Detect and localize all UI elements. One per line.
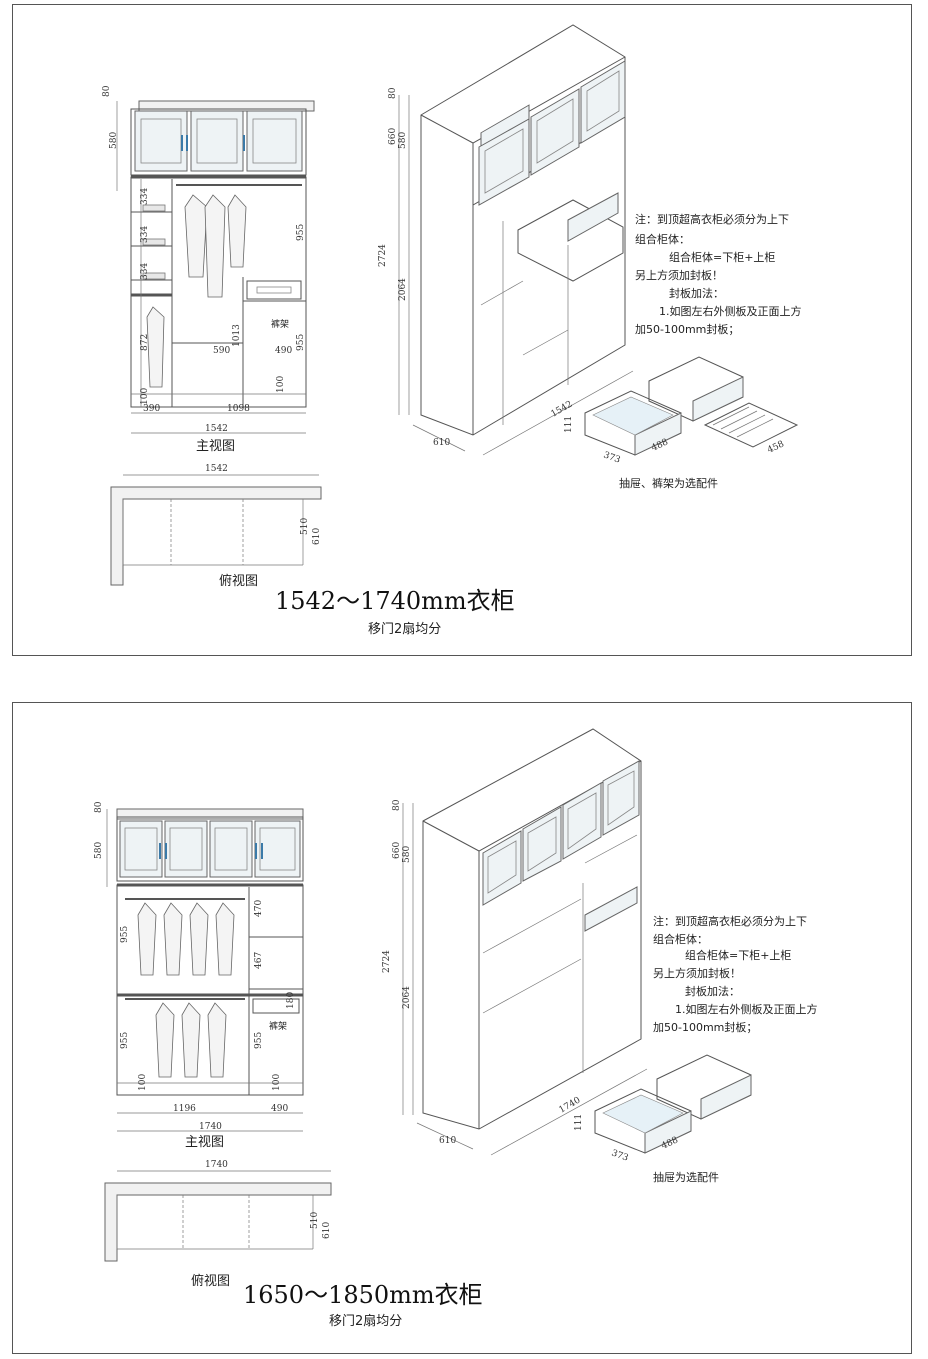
- dim-bottom-100-right: 100: [276, 376, 286, 393]
- note-line-4: 另上方须加封板！: [653, 966, 741, 980]
- dim-left-955-upper: 955: [120, 926, 130, 943]
- note-line-7: 加50-100mm封板；: [635, 322, 739, 336]
- dim-right-955: 955: [254, 1032, 264, 1049]
- top-view: 1740 510 610 俯视图: [104, 1160, 332, 1289]
- iso-dim-660: 660: [392, 842, 402, 859]
- dim-mid-1013: 1013: [232, 324, 242, 347]
- iso-dim-580: 580: [402, 846, 412, 863]
- dim-width-490: 490: [275, 346, 292, 356]
- dim-hang-955: 955: [296, 224, 306, 241]
- dim-width-1098: 1098: [227, 404, 250, 414]
- pants-rack-label: 裤架: [271, 318, 289, 330]
- sheet1-title: 1542～1740mm衣柜: [275, 587, 515, 615]
- note-line-6: 1.如图左右外侧板及正面上方: [675, 1002, 818, 1016]
- dim-width-1196: 1196: [173, 1104, 196, 1114]
- drawer-dim-111: 111: [564, 416, 574, 433]
- front-view: 裤架 80 580 334 334 334 872 100 1013 955 9…: [102, 85, 315, 454]
- dim-right-470: 470: [254, 900, 264, 917]
- dim-bottom-100-left: 100: [140, 388, 150, 405]
- top-dim-510: 510: [310, 1212, 320, 1229]
- drawer-dim-373: 373: [610, 1148, 630, 1163]
- dim-bottom-100-left: 100: [138, 1074, 148, 1091]
- dim-top-580: 580: [94, 842, 104, 859]
- sheet2-subtitle: 移门2扇均分: [329, 1313, 402, 1329]
- notes: 注：到顶超高衣柜必须分为上下 组合柜体： 组合柜体=下柜+上柜 另上方须加封板！…: [635, 212, 802, 336]
- drawer-dim-373: 373: [602, 450, 622, 465]
- note-line-2: 组合柜体：: [653, 932, 708, 946]
- note-line-5: 封板加法：: [685, 984, 740, 998]
- sheet2-title: 1650～1850mm衣柜: [243, 1281, 483, 1309]
- optional-drawers: 111 373 488 458 抽屉、裤架为选配件: [564, 356, 799, 490]
- drawing-sheet-1542: 裤架 80 580 334 334 334 872 100 1013 955 9…: [12, 4, 912, 656]
- dim-right-467: 467: [254, 952, 264, 969]
- iso-dim-610: 610: [439, 1136, 456, 1146]
- iso-dim-2724: 2724: [378, 244, 388, 267]
- iso-dim-2064: 2064: [398, 278, 408, 301]
- front-view: 裤架 80 580 955 955 100 470 467 180 955 10…: [94, 801, 304, 1150]
- dim-shelf-334-1: 334: [140, 188, 150, 205]
- top-dim-510: 510: [300, 518, 310, 535]
- iso-dim-2064: 2064: [402, 986, 412, 1009]
- note-line-3: 组合柜体=下柜+上柜: [669, 250, 775, 264]
- top-dim-1542: 1542: [205, 464, 228, 474]
- front-view-label: 主视图: [185, 1135, 224, 1150]
- dim-right-955: 955: [296, 334, 306, 351]
- drawer-caption: 抽屉为选配件: [653, 1170, 719, 1184]
- top-view: 1542 510 610 俯视图: [110, 464, 322, 589]
- dim-width-390: 390: [143, 404, 160, 414]
- iso-dim-80: 80: [388, 87, 398, 99]
- dim-top-580: 580: [109, 132, 119, 149]
- dim-bottom-100-right: 100: [272, 1074, 282, 1091]
- dim-left-872: 872: [140, 334, 150, 351]
- dim-top-80: 80: [94, 801, 104, 813]
- iso-dim-580: 580: [398, 132, 408, 149]
- top-dim-610: 610: [312, 528, 322, 545]
- dim-width-1740: 1740: [199, 1122, 222, 1132]
- note-line-1: 注：到顶超高衣柜必须分为上下: [653, 914, 807, 928]
- note-line-1: 注：到顶超高衣柜必须分为上下: [635, 212, 789, 226]
- note-line-3: 组合柜体=下柜+上柜: [685, 948, 791, 962]
- optional-drawers: 111 373 488 抽屉为选配件: [574, 1054, 752, 1184]
- dim-right-180: 180: [286, 992, 296, 1009]
- note-line-4: 另上方须加封板！: [635, 268, 723, 282]
- drawer-caption: 抽屉、裤架为选配件: [619, 476, 718, 490]
- dim-width-590: 590: [213, 346, 230, 356]
- note-line-6: 1.如图左右外侧板及正面上方: [659, 304, 802, 318]
- dim-width-490: 490: [271, 1104, 288, 1114]
- drawer-dim-111: 111: [574, 1114, 584, 1131]
- sheet1-drawing: 裤架 80 580 334 334 334 872 100 1013 955 9…: [102, 24, 802, 637]
- iso-dim-610: 610: [433, 438, 450, 448]
- drawer-dim-458: 458: [766, 439, 786, 455]
- note-line-5: 封板加法：: [669, 286, 724, 300]
- notes: 注：到顶超高衣柜必须分为上下 组合柜体： 组合柜体=下柜+上柜 另上方须加封板！…: [653, 914, 818, 1034]
- dim-shelf-334-3: 334: [140, 263, 150, 280]
- front-view-label: 主视图: [196, 439, 235, 454]
- iso-dim-1740: 1740: [558, 1095, 583, 1115]
- dim-width-1542: 1542: [205, 424, 228, 434]
- sheet1-subtitle: 移门2扇均分: [368, 621, 441, 637]
- iso-dim-660: 660: [388, 128, 398, 145]
- iso-view: 80 660 580 2724 2064 610 1542: [378, 24, 634, 456]
- dim-left-955-lower: 955: [120, 1032, 130, 1049]
- iso-view: 80 660 580 2724 2064 610 1740: [382, 728, 648, 1156]
- note-line-2: 组合柜体：: [635, 232, 690, 246]
- dim-shelf-334-2: 334: [140, 226, 150, 243]
- drawing-sheet-1740: 裤架 80 580 955 955 100 470 467 180 955 10…: [12, 702, 912, 1354]
- dim-top-80: 80: [102, 85, 112, 97]
- note-line-7: 加50-100mm封板；: [653, 1020, 757, 1034]
- iso-dim-2724: 2724: [382, 950, 392, 973]
- iso-dim-80: 80: [392, 799, 402, 811]
- pants-rack-label: 裤架: [269, 1020, 287, 1032]
- sheet2-drawing: 裤架 80 580 955 955 100 470 467 180 955 10…: [94, 728, 818, 1329]
- top-dim-1740: 1740: [205, 1160, 228, 1170]
- top-dim-610: 610: [322, 1222, 332, 1239]
- top-view-label: 俯视图: [191, 1273, 230, 1289]
- top-view-label: 俯视图: [219, 573, 258, 589]
